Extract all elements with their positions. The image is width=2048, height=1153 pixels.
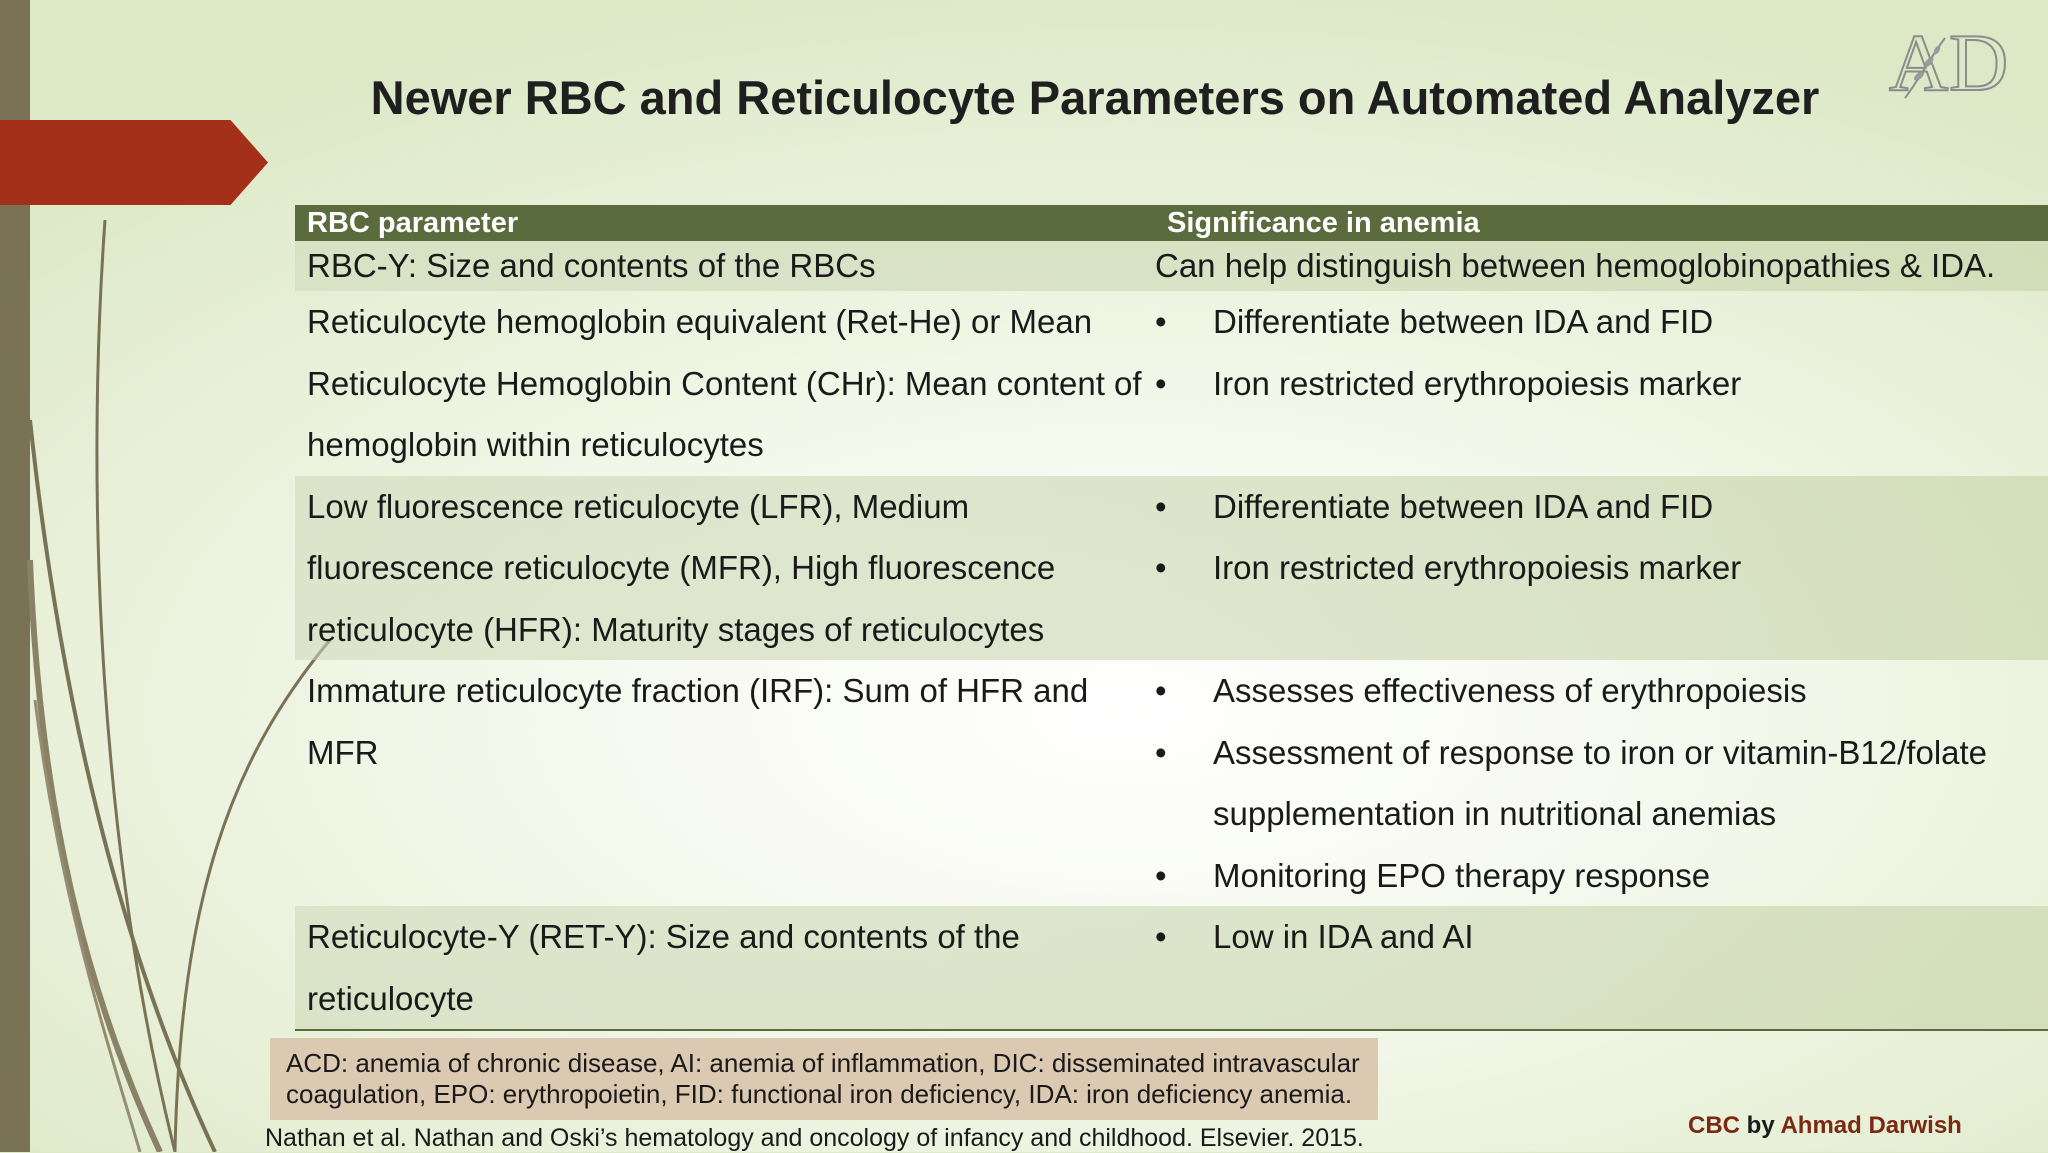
significance-cell: Assesses effectiveness of erythropoiesis… [1143,660,2048,906]
parameter-cell: RBC-Y: Size and contents of the RBCs [307,247,876,284]
significance-cell: Differentiate between IDA and FID Iron r… [1143,476,2048,661]
svg-text:A: A [1889,18,1948,108]
bullet-item: Monitoring EPO therapy response [1155,845,2048,907]
brand-credit: CBC by Ahmad Darwish [1688,1112,1962,1140]
citation: Nathan et al. Nathan and Oski’s hematolo… [265,1124,1364,1152]
bullet-item: Differentiate between IDA and FID [1155,291,2048,353]
bullet-item: Low in IDA and AI [1155,906,2048,968]
brand-author: Ahmad Darwish [1780,1112,1962,1139]
bullet-item: Assesses effectiveness of erythropoiesis [1155,660,2048,722]
table-row: Reticulocyte hemoglobin equivalent (Ret-… [295,291,2048,476]
slide-title: Newer RBC and Reticulocyte Parameters on… [370,71,1820,124]
table-row: RBC-Y: Size and contents of the RBCs Can… [295,241,2048,291]
parameter-cell: Low fluorescence reticulocyte (LFR), Med… [307,487,1056,648]
svg-text:D: D [1949,18,2008,108]
bullet-item: Assessment of response to iron or vitami… [1155,722,2048,845]
parameter-cell: Immature reticulocyte fraction (IRF): Su… [307,672,1089,771]
significance-cell: Differentiate between IDA and FID Iron r… [1143,291,2048,476]
table-row: Immature reticulocyte fraction (IRF): Su… [295,660,2048,906]
decorative-swoosh-lines [27,219,332,1152]
header-rbc-parameter: RBC parameter [307,206,519,239]
bullet-item: Iron restricted erythropoiesis marker [1155,537,2048,599]
table-row: Reticulocyte-Y (RET-Y): Size and content… [295,906,2048,1031]
abbreviations-note: ACD: anemia of chronic disease, AI: anem… [270,1038,1378,1120]
brand-prefix: CBC [1688,1112,1740,1139]
significance-cell: Low in IDA and AI [1143,906,2048,1029]
ad-monogram-logo: A D [1888,18,2009,108]
bullet-item: Differentiate between IDA and FID [1155,476,2048,538]
bullet-item: Iron restricted erythropoiesis marker [1155,353,2048,415]
table-header: RBC parameter Significance in anemia [295,205,2048,241]
parameters-table: RBC parameter Significance in anemia RBC… [295,205,2048,1031]
table-row: Low fluorescence reticulocyte (LFR), Med… [295,475,2048,661]
significance-cell: Can help distinguish between hemoglobino… [1155,247,1996,284]
parameter-cell: Reticulocyte hemoglobin equivalent (Ret-… [307,303,1142,463]
parameter-cell: Reticulocyte-Y (RET-Y): Size and content… [307,918,1020,1017]
red-arrow-banner [0,120,268,205]
brand-by: by [1746,1112,1775,1139]
header-significance: Significance in anemia [1167,206,1480,239]
